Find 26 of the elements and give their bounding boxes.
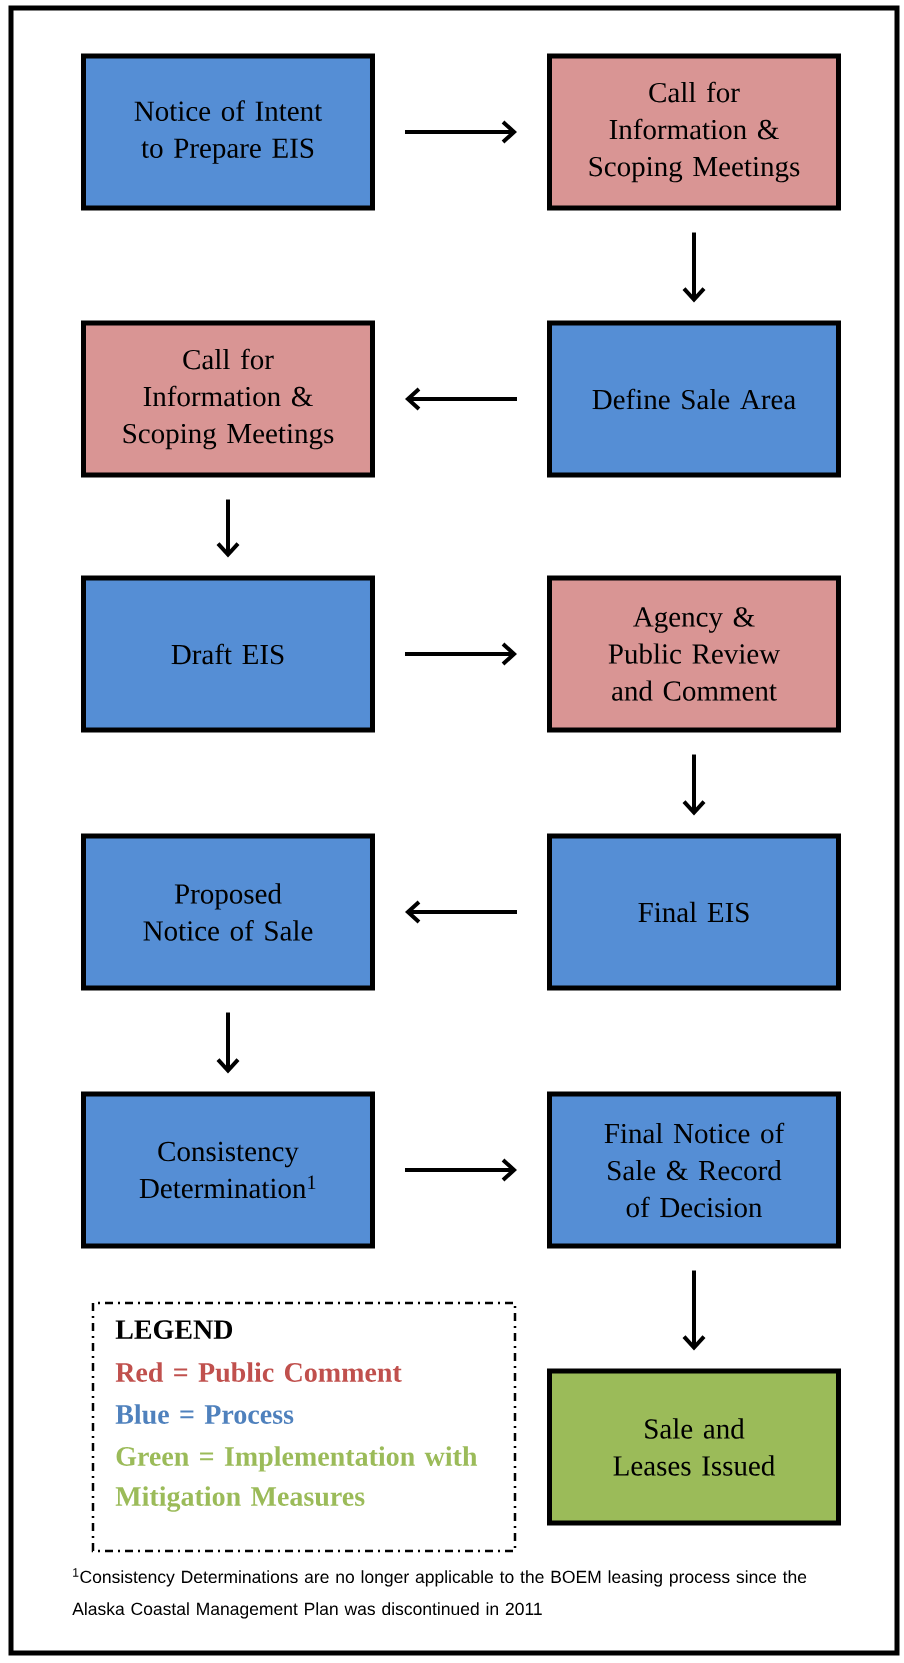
arrow xyxy=(405,642,517,666)
legend-entry: Blue = Process xyxy=(115,1404,294,1424)
legend-entry: Green = Implementation with Mitigation Measures xyxy=(115,1446,478,1512)
arrow xyxy=(405,387,517,411)
arrow xyxy=(405,900,517,924)
process-box: Call for Information & Scoping Meetings xyxy=(81,320,375,478)
arrow xyxy=(682,232,706,303)
process-box: Call for Information & Scoping Meetings xyxy=(547,53,841,211)
arrow xyxy=(682,1270,706,1351)
arrow xyxy=(216,499,240,558)
process-box: Sale and Leases Issued xyxy=(547,1368,841,1526)
process-box: Final Notice of Sale & Record of Decision xyxy=(547,1091,841,1249)
arrow xyxy=(682,754,706,816)
process-box: Draft EIS xyxy=(81,575,375,733)
process-box: Final EIS xyxy=(547,833,841,991)
process-box: Proposed Notice of Sale xyxy=(81,833,375,991)
process-box: Agency & Public Review and Comment xyxy=(547,575,841,733)
legend-title: LEGEND xyxy=(115,1320,233,1339)
arrow xyxy=(216,1012,240,1074)
process-box: Notice of Intent to Prepare EIS xyxy=(81,53,375,211)
footnote: $^{1}$Consistency Determinations are no longer applicable to the BOEM leasing process since the Alaska Coastal Management Plan was discontinued in 2011 xyxy=(72,1568,807,1619)
process-box: Consistency Determination$^{1}$ xyxy=(81,1091,375,1249)
process-box: Define Sale Area xyxy=(547,320,841,478)
arrow xyxy=(405,1158,517,1182)
legend-entry: Red = Public Comment xyxy=(115,1362,402,1382)
arrow xyxy=(405,120,517,144)
